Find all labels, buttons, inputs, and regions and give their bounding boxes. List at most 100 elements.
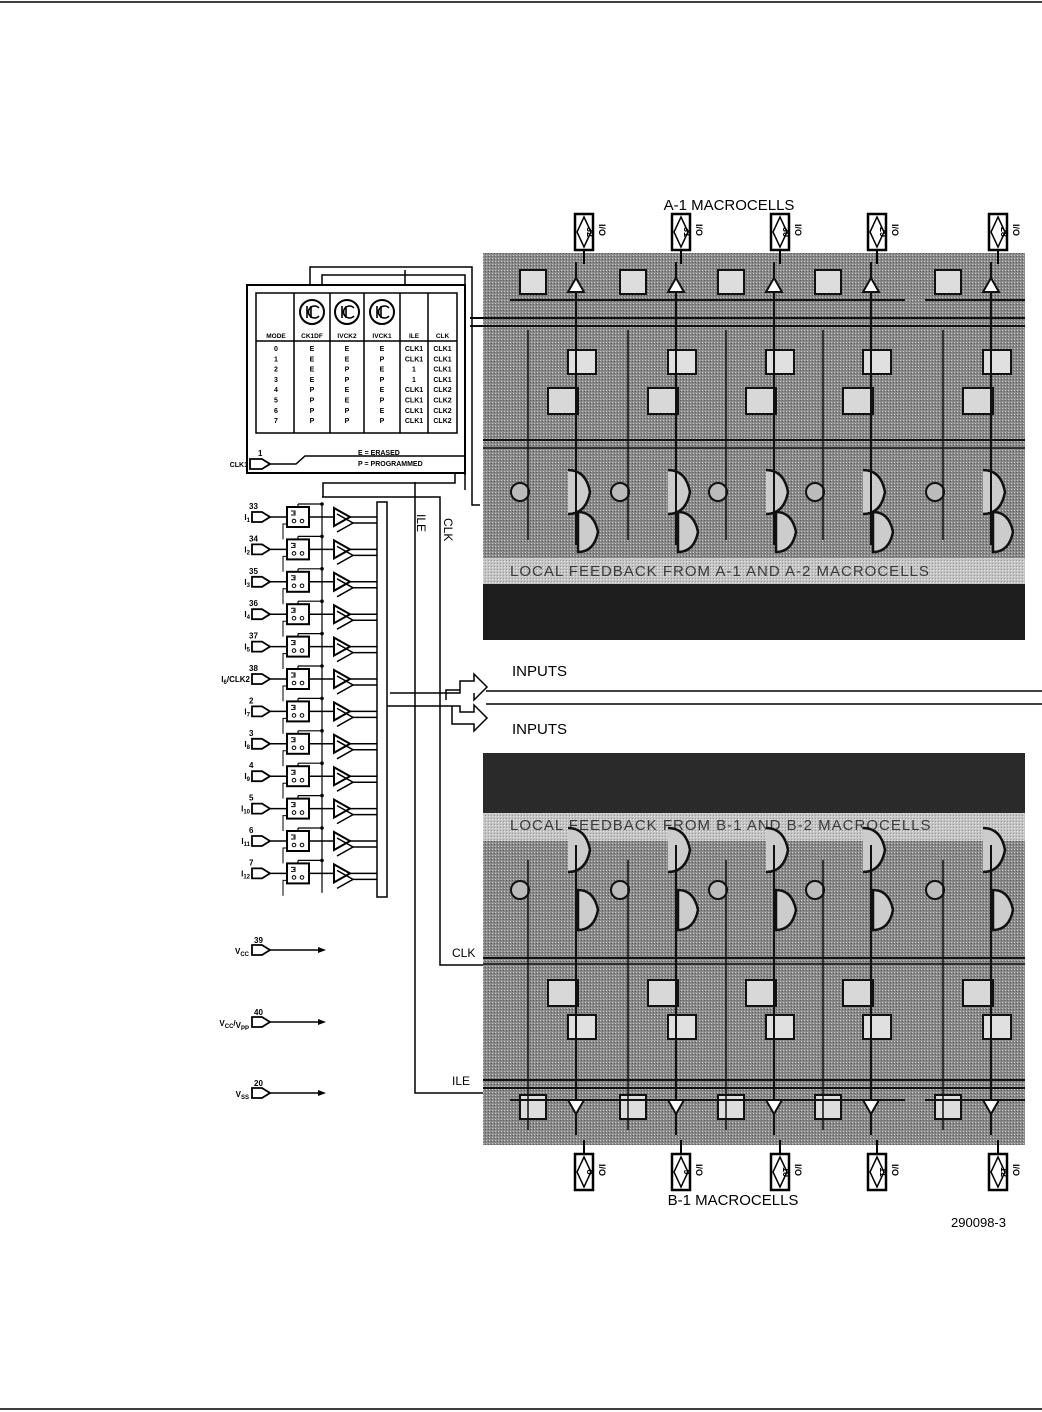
fuse-icon	[369, 299, 395, 325]
mode-table-header: CLK	[436, 333, 450, 340]
mode-table-cell: E	[310, 356, 315, 363]
mode-table-cell: CLK1	[433, 356, 451, 363]
input-pin-number: 4	[249, 761, 254, 770]
io-pin-label: I/O	[793, 224, 803, 236]
mode-table-cell: E	[345, 387, 350, 394]
io-pin-label: I/O	[1011, 1164, 1021, 1176]
io-pin-number: 10	[781, 1167, 791, 1177]
input-pin-name: I6/CLK2	[221, 675, 250, 686]
clk1-pin-name: CLK1	[230, 462, 248, 469]
mode-table-cell: CLK1	[405, 387, 423, 394]
mode-table-cell: 1	[412, 377, 416, 384]
io-pin-label: I/O	[1011, 224, 1021, 236]
clk-vertical-label: CLK	[441, 518, 455, 541]
ile-vertical-label: ILE	[414, 514, 428, 532]
input-pin-number: 2	[249, 696, 254, 705]
input-pin-number: 38	[249, 664, 258, 673]
fuse-icon	[334, 299, 360, 325]
a1-macrocell-block: LOCAL FEEDBACK FROM A-1 AND A-2 MACROCEL…	[470, 253, 1025, 640]
inputs-label-a: INPUTS	[512, 663, 567, 680]
mode-table-cell: CLK2	[433, 408, 451, 415]
input-latch	[286, 603, 310, 626]
io-pin-number: 9	[682, 1169, 692, 1174]
input-latch	[286, 797, 310, 820]
io-pin-label: I/O	[890, 1164, 900, 1176]
mode-table-cell: 2	[274, 367, 278, 374]
mode-table-cell: E	[310, 367, 315, 374]
input-latch	[286, 700, 310, 723]
a1-macrocells-title: A-1 MACROCELLS	[664, 197, 795, 214]
mode-table-cell: P	[380, 377, 385, 384]
input-pin-number: 34	[249, 534, 258, 543]
mode-table-cell: 3	[274, 377, 278, 384]
mode-table-cell: E	[380, 387, 385, 394]
mode-table-cell: P	[310, 387, 315, 394]
power-pin-name: VCC	[235, 947, 250, 958]
mode-table-cell: CLK1	[405, 398, 423, 405]
mode-table-cell: CLK1	[405, 418, 423, 425]
io-pin-number: 8	[585, 1169, 595, 1174]
io-pin-label: I/O	[890, 224, 900, 236]
io-pin-number: 32	[585, 227, 595, 237]
mode-table-cell: 1	[412, 367, 416, 374]
io-pin-label: I/O	[793, 1164, 803, 1176]
control-wires	[309, 266, 483, 1094]
mode-table-cell: CLK1	[433, 367, 451, 374]
mode-table-cell: CLK2	[433, 387, 451, 394]
input-latch	[286, 538, 310, 561]
mode-table-cell: 7	[274, 418, 278, 425]
mode-table-cell: P	[380, 418, 385, 425]
mode-table-cell: 0	[274, 346, 278, 353]
io-pin-number: 29	[878, 227, 888, 237]
mode-table-cell: P	[310, 408, 315, 415]
mode-table-cell: E	[345, 346, 350, 353]
mode-table-cell: CLK1	[433, 377, 451, 384]
input-pin-name: I2	[244, 545, 250, 556]
power-pin-name: VSS	[236, 1090, 249, 1101]
input-pin-number: 36	[249, 599, 258, 608]
input-pin-number: 35	[249, 567, 258, 576]
io-pin-label: I/O	[694, 224, 704, 236]
io-pin-label: I/O	[597, 224, 607, 236]
mode-table-cell: P	[345, 408, 350, 415]
input-pin-number: 7	[249, 858, 254, 867]
io-pin-label: I/O	[694, 1164, 704, 1176]
mode-table-cell: P	[380, 398, 385, 405]
inputs-label-b: INPUTS	[512, 721, 567, 738]
input-latch	[286, 765, 310, 788]
input-pin-3: 3I8	[244, 729, 377, 767]
mode-table-header: ILE	[409, 333, 420, 340]
input-pin-number: 33	[249, 502, 258, 511]
mode-table-cell: P	[380, 356, 385, 363]
mode-table-cell: CLK1	[405, 356, 423, 363]
mode-table-cell: 5	[274, 398, 278, 405]
input-latch	[286, 570, 310, 593]
io-pin-number: 31	[682, 227, 692, 237]
b1-macrocells-title: B-1 MACROCELLS	[668, 1192, 799, 1209]
inputs-bus: INPUTS INPUTS	[385, 663, 1042, 738]
feedback-b-label: LOCAL FEEDBACK FROM B-1 AND B-2 MACROCEL…	[510, 817, 932, 834]
mode-table-cell: CLK2	[433, 418, 451, 425]
input-latch	[286, 668, 310, 690]
input-pin-number: 3	[249, 729, 254, 738]
mode-table-cell: 6	[274, 408, 278, 415]
input-pin-name: I5	[244, 643, 250, 654]
input-pin-name: I9	[244, 772, 250, 783]
